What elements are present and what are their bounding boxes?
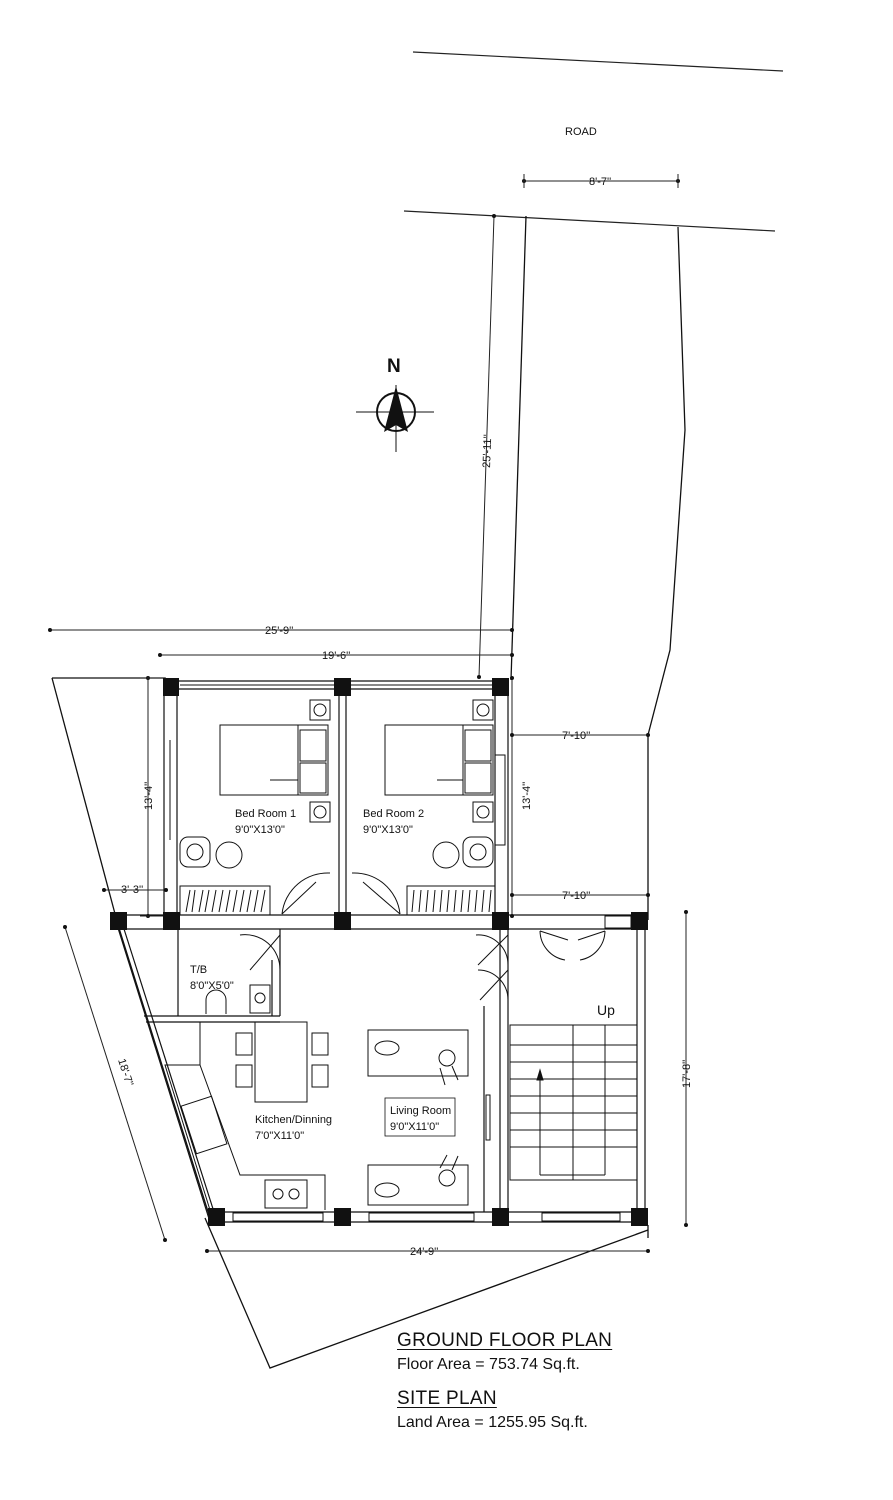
north-arrow-icon (356, 385, 434, 452)
room-label-toilet: T/B (190, 964, 207, 976)
dim-bedroom-depth-right-label: 13'-4'' (521, 782, 533, 810)
room-label-kitchen: Kitchen/Dinning (255, 1114, 332, 1126)
toilet-fixtures (205, 984, 271, 1014)
room-size-bedroom1: 9'0"X13'0" (235, 824, 285, 836)
legend-block: GROUND FLOOR PLAN Floor Area = 753.74 Sq… (397, 1330, 612, 1432)
room-size-bedroom2: 9'0"X13'0" (363, 824, 413, 836)
ground-floor-title: GROUND FLOOR PLAN (397, 1330, 613, 1351)
dim-right-setback-top-label: 7'-10'' (562, 730, 590, 742)
room-label-bedroom2: Bed Room 2 (363, 808, 424, 820)
road (403, 51, 784, 232)
dim-building-width-top-label: 19'-6'' (322, 650, 350, 662)
dim-east-boundary (477, 214, 496, 679)
windows (169, 684, 632, 1222)
bedroom-furniture (179, 699, 494, 869)
room-size-living: 9'0"X11'0" (390, 1121, 439, 1133)
site-boundary (51, 215, 686, 1369)
walls (117, 680, 646, 1223)
floor-area-text: Floor Area = 753.74 Sq.ft. (397, 1356, 580, 1373)
columns (110, 678, 648, 1226)
dim-road-frontage-label: 8'-7'' (589, 176, 611, 188)
room-size-kitchen: 7'0"X11'0" (255, 1130, 304, 1142)
doors (239, 872, 606, 1001)
dim-top (48, 628, 514, 657)
living-label-frame (384, 1097, 456, 1137)
land-area-text: Land Area = 1255.95 Sq.ft. (397, 1414, 588, 1431)
living-furniture (367, 1029, 491, 1206)
dim-east-boundary-label: 25'-11'' (481, 434, 494, 468)
dim-bedroom-depth-left-label: 13'-4'' (143, 782, 155, 810)
staircase (509, 1024, 638, 1181)
dim-southwest-label: 18'-7'' (115, 1057, 135, 1088)
dim-east-height-label: 17'-8'' (681, 1060, 693, 1088)
dim-left-setback-label: 3'-3'' (121, 884, 143, 896)
dim-road-frontage (522, 174, 680, 188)
stair-up-label: Up (597, 1002, 615, 1018)
wardrobes (179, 885, 496, 916)
kitchen-furniture (146, 1021, 329, 1211)
road-label: ROAD (565, 126, 597, 138)
room-size-toilet: 8'0"X5'0" (190, 980, 234, 992)
dim-southwest (63, 925, 167, 1242)
dim-right-setback (510, 733, 650, 897)
dim-bedroom-depth (140, 676, 514, 918)
dim-right-setback-bottom-label: 7'-10'' (562, 890, 590, 902)
site-plan-title: SITE PLAN (397, 1388, 497, 1409)
dim-bottom-width-label: 24'-9'' (410, 1246, 438, 1258)
room-label-living: Living Room (390, 1105, 451, 1117)
north-label: N (387, 356, 401, 377)
dim-plot-width-top-label: 25'-9'' (265, 625, 293, 637)
room-label-bedroom1: Bed Room 1 (235, 808, 296, 820)
